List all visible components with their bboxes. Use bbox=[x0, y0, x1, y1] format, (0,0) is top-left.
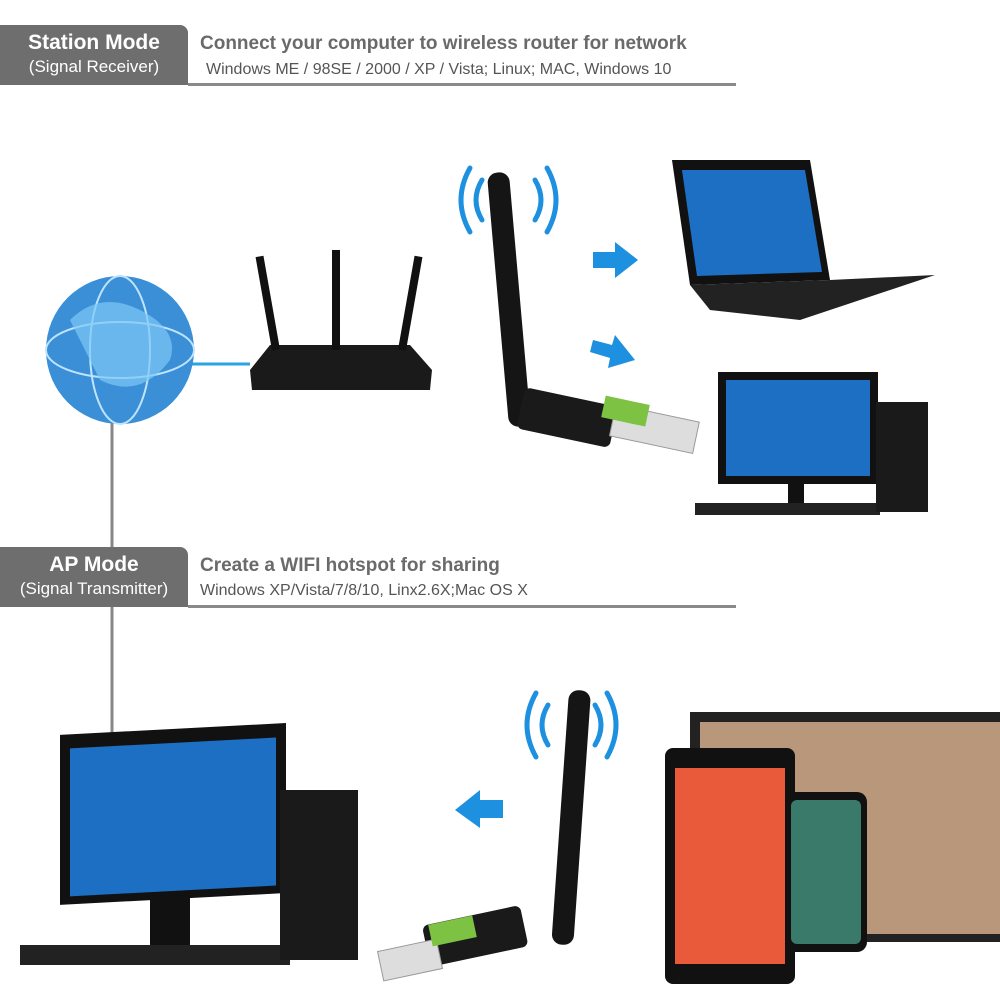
router-icon bbox=[250, 250, 432, 390]
wifi-signal-icon bbox=[524, 690, 619, 760]
station-mode-subtitle: (Signal Receiver) bbox=[28, 57, 160, 76]
ap-mode-subtitle: (Signal Transmitter) bbox=[19, 579, 169, 598]
arrow-left-icon bbox=[455, 790, 503, 828]
desktop-computer-icon bbox=[20, 723, 358, 965]
wifi-signal-icon bbox=[458, 165, 559, 235]
arrow-right-icon bbox=[593, 242, 638, 278]
desktop-computer-icon bbox=[695, 372, 928, 515]
divider bbox=[188, 83, 736, 86]
globe-icon bbox=[45, 275, 195, 425]
ap-systems: Windows XP/Vista/7/8/10, Linx2.6X;Mac OS… bbox=[200, 582, 528, 599]
ap-mode-title: AP Mode bbox=[49, 553, 139, 576]
laptop-icon bbox=[672, 160, 935, 320]
ap-mode-tab: AP Mode (Signal Transmitter) bbox=[0, 547, 188, 607]
tablet-icon bbox=[665, 748, 795, 984]
smartphone-icon bbox=[785, 792, 867, 952]
wifi-adapter-bottom bbox=[376, 690, 591, 982]
arrow-right-icon bbox=[590, 335, 635, 368]
station-heading: Connect your computer to wireless router… bbox=[200, 33, 687, 54]
station-systems: Windows ME / 98SE / 2000 / XP / Vista; L… bbox=[206, 61, 672, 78]
ap-heading: Create a WIFI hotspot for sharing bbox=[200, 555, 500, 576]
station-mode-tab: Station Mode (Signal Receiver) bbox=[0, 25, 188, 85]
divider bbox=[188, 605, 736, 608]
station-mode-title: Station Mode bbox=[28, 31, 160, 54]
wifi-adapter-top bbox=[487, 172, 700, 455]
